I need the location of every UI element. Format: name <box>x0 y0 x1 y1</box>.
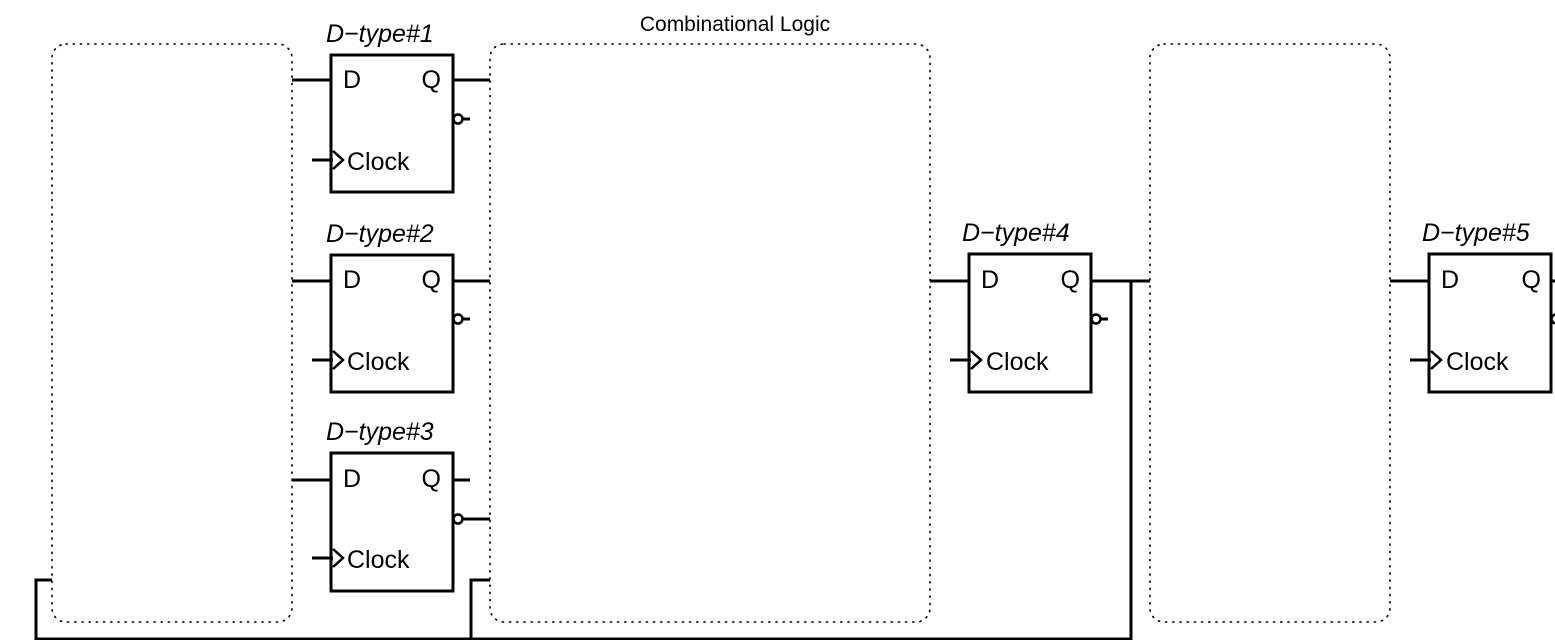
clock-label: Clock <box>347 546 410 574</box>
flip-flop-box <box>967 252 1093 394</box>
flip-flop-3: D−type#3 D Q Clock <box>292 418 490 593</box>
feedback-wire <box>34 281 1133 640</box>
inverted-output-bubble-icon <box>452 313 464 325</box>
clock-triangle-icon <box>1430 350 1443 370</box>
logic-block-1 <box>51 43 293 623</box>
flip-flop-title: D−type#1 <box>326 20 434 48</box>
combinational-logic-label: Combinational Logic <box>640 13 830 36</box>
inverted-output-bubble-icon <box>1550 313 1555 325</box>
inverted-output-bubble-icon <box>452 513 464 525</box>
flip-flop-5: D−type#5 D Q Clock <box>1390 219 1555 394</box>
logic-block-3 <box>1149 43 1391 623</box>
flip-flop-box <box>329 451 455 593</box>
feedback-branch-wire <box>469 578 490 639</box>
flip-flop-box <box>329 253 455 394</box>
q-output-label: Q <box>1522 266 1541 294</box>
flip-flop-4: D−type#4 D Q Clock <box>930 219 1150 394</box>
clock-label: Clock <box>347 148 410 176</box>
q-output-label: Q <box>1061 266 1080 294</box>
clock-triangle-icon <box>332 350 345 370</box>
q-output-label: Q <box>422 266 441 294</box>
flip-flop-box <box>1427 252 1553 394</box>
d-input-label: D <box>1441 266 1459 294</box>
flip-flop-title: D−type#5 <box>1422 219 1530 247</box>
d-input-label: D <box>343 266 361 294</box>
clock-label: Clock <box>347 348 410 376</box>
flip-flop-title: D−type#3 <box>326 418 434 446</box>
clock-triangle-icon <box>332 548 345 568</box>
inverted-output-bubble-icon <box>452 113 464 125</box>
q-output-label: Q <box>422 66 441 94</box>
clock-label: Clock <box>986 348 1049 376</box>
inverted-output-bubble-icon <box>1090 313 1102 325</box>
clock-triangle-icon <box>332 150 345 170</box>
logic-block-combinational <box>489 43 931 623</box>
flip-flop-2: D−type#2 D Q Clock <box>292 220 490 394</box>
d-input-label: D <box>981 266 999 294</box>
q-output-label: Q <box>422 465 441 493</box>
clock-label: Clock <box>1446 348 1509 376</box>
flip-flop-box <box>329 53 455 194</box>
flip-flop-title: D−type#2 <box>326 220 434 248</box>
d-input-label: D <box>343 465 361 493</box>
flip-flop-1: D−type#1 D Q Clock <box>292 20 490 194</box>
clock-triangle-icon <box>970 350 983 370</box>
d-input-label: D <box>343 66 361 94</box>
flip-flop-title: D−type#4 <box>962 219 1070 247</box>
